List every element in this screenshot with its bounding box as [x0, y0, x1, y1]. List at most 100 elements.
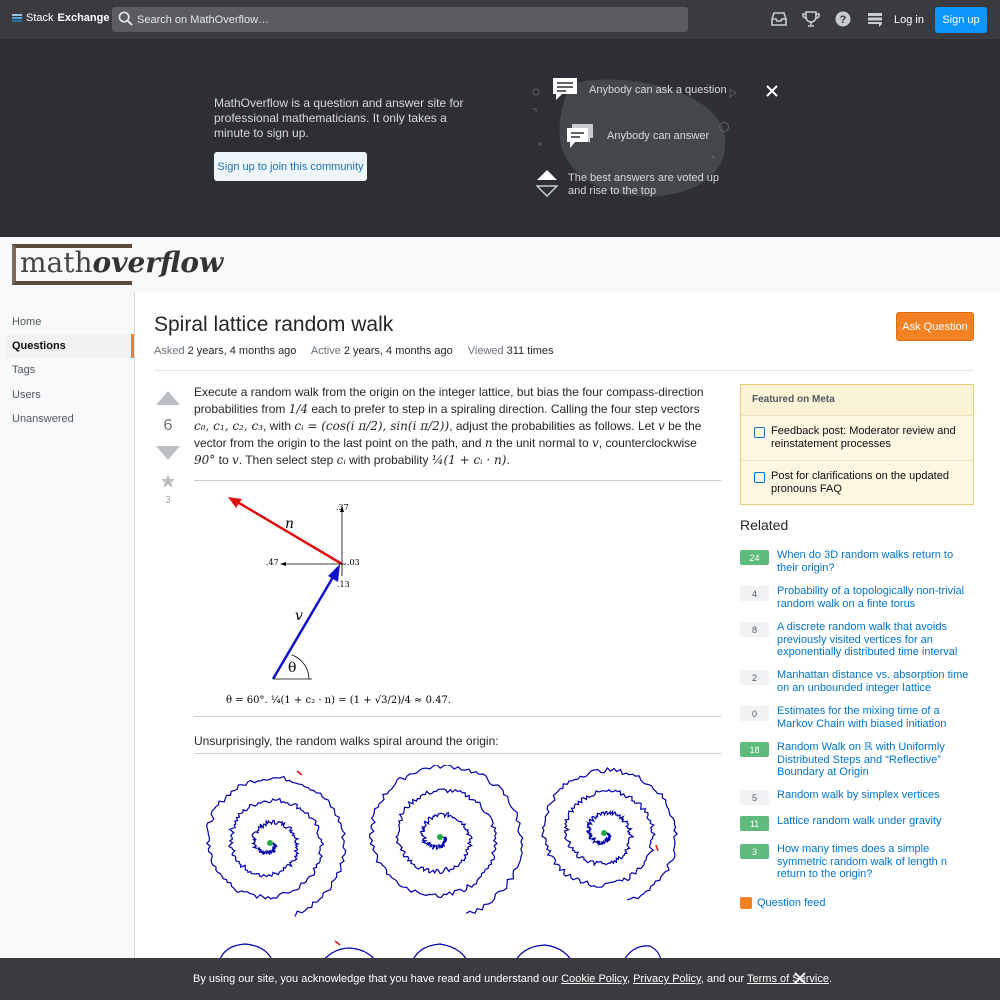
meta-item-text[interactable]: Feedback post: Moderator review and rein… [771, 425, 956, 450]
body-text: each to prefer to step in a spiraling di… [311, 402, 700, 416]
privacy-policy-link[interactable]: Privacy Policy [633, 973, 701, 985]
meta-item-link[interactable]: Post for clarifications on the updated p… [771, 470, 961, 496]
random-walk-path [368, 765, 524, 915]
svg-text:?: ? [840, 14, 847, 26]
related-score-badge: 24 [740, 550, 769, 565]
body-text: to [218, 453, 229, 467]
meta-item-link[interactable]: Feedback post: Moderator review and rein… [771, 425, 961, 451]
math-v: v [657, 419, 665, 433]
sidebar-item-tags[interactable]: Tags [12, 364, 36, 376]
top-icons: ? [770, 10, 884, 28]
related-score-badge: 5 [740, 790, 769, 805]
terms-of-service-link[interactable]: Terms of Service [747, 973, 829, 985]
active-label: Active [310, 345, 341, 357]
paragraph-divider [194, 753, 721, 754]
theta-label: θ [288, 660, 296, 676]
featured-meta-heading: Featured on Meta [741, 385, 973, 416]
logo-frame [12, 244, 132, 285]
meta-post-icon [754, 472, 765, 483]
related-item-link[interactable]: Random Walk on ℝ with Uniformly Distribu… [777, 741, 945, 778]
signup-button[interactable]: Sign up [935, 7, 987, 33]
rss-icon [740, 897, 752, 909]
body-text: Execute a random walk from the origin on… [194, 385, 704, 416]
related-item-link[interactable]: Random walk by simplex vertices [777, 789, 940, 801]
site-header [0, 237, 1000, 292]
math-formula: cᵢ = (cos(i π/2), sin(i π/2)) [294, 419, 450, 433]
search-input[interactable]: Search on MathOverflow… [112, 7, 688, 32]
theta-arc [291, 654, 310, 680]
related-item-link[interactable]: A discrete random walk that avoids previ… [777, 621, 958, 658]
prob-left: .47 [266, 558, 279, 567]
vector-diagram: n v θ .37 .47 .03 .13 θ = 60°. ¼(1 + c₂ … [226, 497, 451, 706]
ask-question-icon [553, 78, 577, 100]
related-item-link[interactable]: Probability of a topologically non-trivi… [777, 585, 965, 610]
viewed-value: 311 times [506, 345, 554, 357]
meta-separator [741, 460, 973, 461]
hero-text: MathOverflow is a question and answer si… [214, 96, 464, 140]
related-item-link[interactable]: Lattice random walk under gravity [777, 815, 942, 827]
login-button[interactable]: Log in [894, 14, 924, 26]
mathoverflow-logo[interactable]: mathoverflow [20, 246, 223, 279]
math-v: v [231, 453, 239, 467]
close-icon[interactable] [794, 972, 806, 984]
page-title[interactable]: Spiral lattice random walk [154, 313, 394, 336]
related-item-link[interactable]: Estimates for the mixing time of a Marko… [777, 705, 947, 730]
normal-arrow-line [233, 498, 343, 566]
question-feed-link[interactable]: Question feed [740, 897, 826, 909]
search-icon [118, 11, 133, 26]
diagram-caption: θ = 60°. ¼(1 + c₂ · n) = (1 + √3/2)/4 ≈ … [226, 695, 451, 706]
random-walk-path [541, 767, 678, 901]
cookie-text: By using our site, you acknowledge that … [193, 973, 832, 985]
help-icon[interactable]: ? [834, 10, 852, 28]
cookie-policy-link[interactable]: Cookie Policy [561, 973, 627, 985]
ask-question-button[interactable]: Ask Question [896, 312, 974, 341]
bookmark-star-icon[interactable] [161, 474, 175, 488]
normal-arrowhead [228, 497, 242, 508]
body-text: be the vector from the origin to the las… [194, 419, 702, 450]
prob-top: .37 [336, 503, 349, 512]
origin-marker [437, 834, 443, 840]
body-text: . [506, 453, 510, 467]
meta-post-icon [754, 427, 765, 438]
sidebar-item-unanswered[interactable]: Unanswered [12, 413, 74, 425]
downvote-icon[interactable] [156, 446, 180, 460]
endpoint-marker [296, 770, 303, 776]
sidebar-item-home[interactable]: Home [12, 316, 42, 328]
related-score-badge: 8 [740, 622, 769, 637]
achievements-icon[interactable] [802, 10, 820, 28]
sidebar-item-users[interactable]: Users [12, 389, 41, 401]
prob-bottom: .13 [337, 580, 350, 589]
body-text: , with [263, 419, 292, 433]
body-divider [194, 480, 721, 481]
site-switcher-icon[interactable] [866, 10, 884, 28]
sidebar-item-questions[interactable]: Questions [12, 340, 66, 352]
active-value[interactable]: 2 years, 4 months ago [343, 345, 453, 357]
asked-label: Asked [154, 345, 185, 357]
math-ci: cᵢ [336, 453, 346, 467]
feed-label: Question feed [757, 897, 826, 909]
n-label: n [285, 516, 294, 532]
search-placeholder: Search on MathOverflow… [137, 13, 270, 26]
signup-hero: MathOverflow is a question and answer si… [0, 39, 1000, 237]
v-arrowhead [328, 564, 340, 582]
inbox-icon[interactable] [770, 10, 788, 28]
related-item-link[interactable]: Manhattan distance vs. absorption time o… [777, 669, 969, 694]
origin-marker [601, 830, 607, 836]
origin-marker [267, 840, 273, 846]
feature-answer: Anybody can answer [607, 130, 710, 142]
logo-bold: overflow [92, 246, 224, 279]
meta-item-text[interactable]: Post for clarifications on the updated p… [771, 470, 949, 495]
cookie-banner: By using our site, you acknowledge that … [0, 958, 1000, 1000]
diagram-divider [194, 716, 721, 717]
related-item-link[interactable]: When do 3D random walks return to their … [777, 549, 954, 574]
left-sidebar [0, 292, 134, 1000]
related-item-link[interactable]: How many times does a simple symmetric r… [777, 843, 947, 880]
upvote-icon[interactable] [156, 391, 180, 405]
prob-right: .03 [347, 558, 360, 567]
hero-background-blob [559, 79, 726, 197]
close-icon[interactable] [765, 84, 779, 98]
v-arrow-line [271, 571, 338, 680]
cookie-prefix: By using our site, you acknowledge that … [193, 973, 559, 985]
join-community-button[interactable]: Sign up to join this community [214, 152, 367, 181]
